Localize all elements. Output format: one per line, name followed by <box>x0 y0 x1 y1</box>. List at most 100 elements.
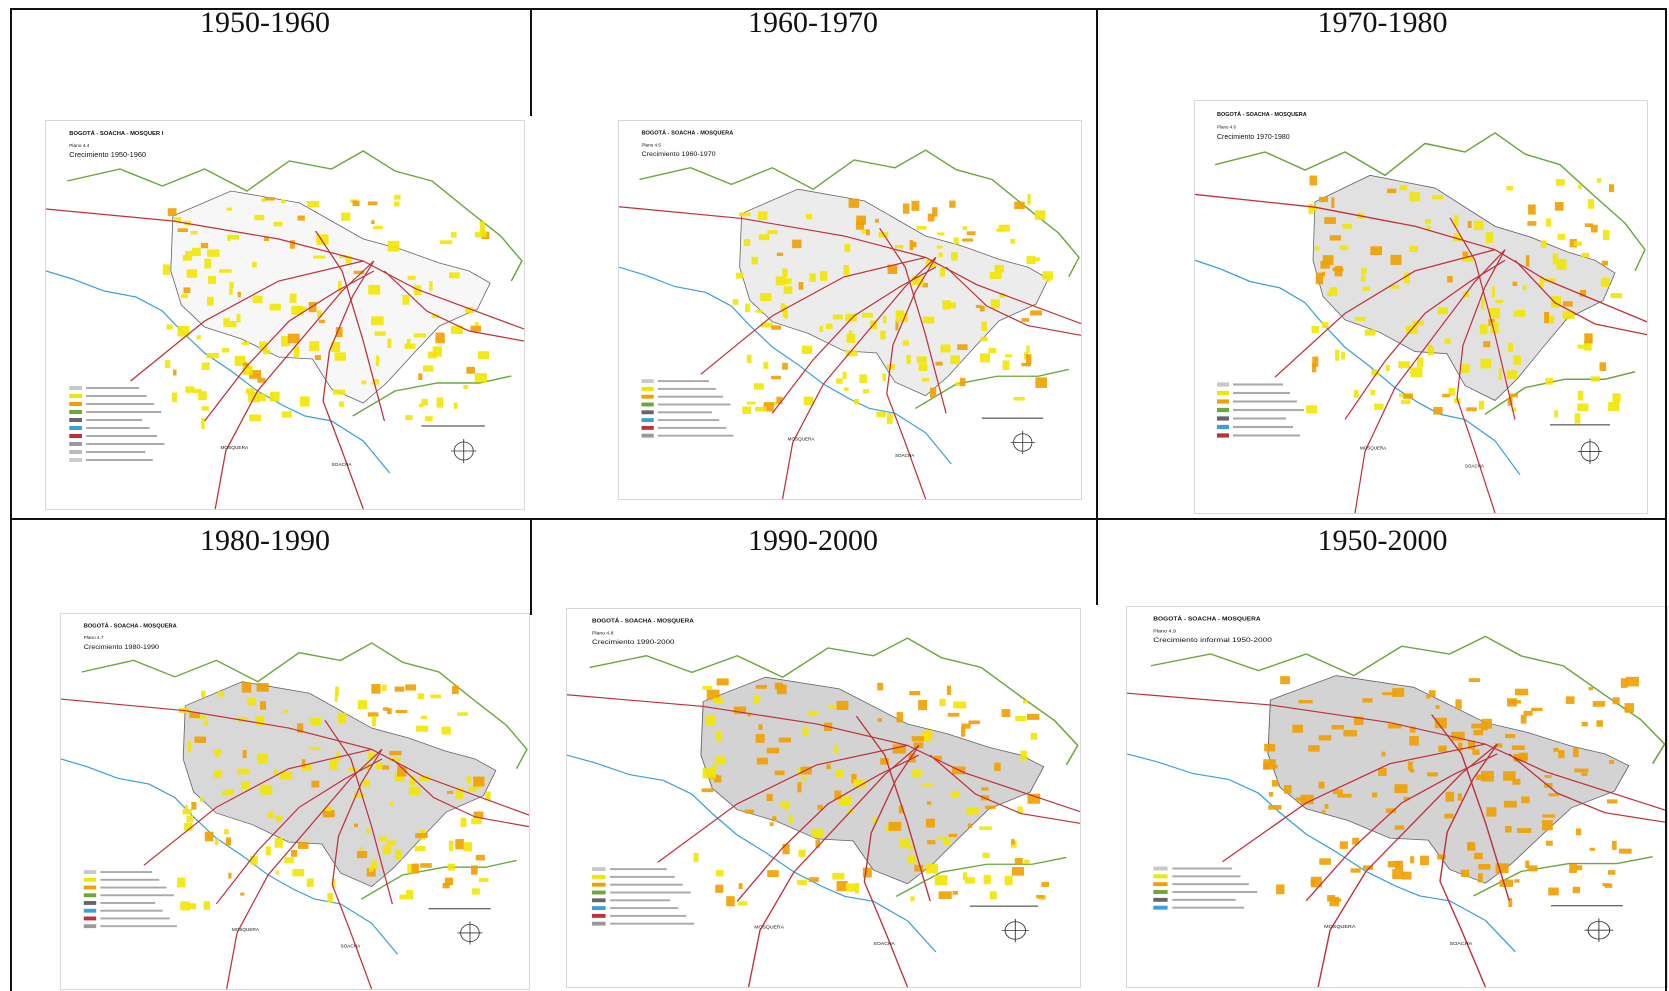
growth-patch <box>763 361 769 369</box>
growth-patch <box>902 203 910 214</box>
growth-patch <box>252 261 257 268</box>
growth-patch <box>744 809 754 814</box>
urban-area <box>700 676 1045 885</box>
growth-patch <box>892 744 906 754</box>
map-legend <box>83 870 177 929</box>
growth-patch <box>916 226 927 230</box>
growth-patch <box>1030 310 1042 316</box>
map-title: Crecimiento 1980-1990 <box>84 644 159 651</box>
growth-patch <box>772 816 777 822</box>
growth-patch <box>1329 287 1338 296</box>
growth-patch <box>961 723 971 729</box>
growth-patch <box>219 269 232 273</box>
growth-patch <box>478 878 489 883</box>
growth-patch <box>201 362 210 370</box>
growth-patch <box>981 787 989 791</box>
growth-patch <box>1506 185 1514 191</box>
growth-patch <box>1027 194 1031 205</box>
growth-patch <box>473 811 484 818</box>
growth-patch <box>186 815 194 823</box>
growth-patch <box>259 341 268 351</box>
growth-patch <box>184 805 189 815</box>
growth-patch <box>1480 358 1492 369</box>
growth-patch <box>1460 869 1470 878</box>
growth-patch <box>805 213 813 220</box>
growth-patch <box>1324 217 1336 224</box>
main-road-line <box>226 748 383 989</box>
north-arrow-icon <box>1001 918 1029 943</box>
growth-patch <box>1428 690 1436 697</box>
growth-patches <box>1306 175 1623 424</box>
growth-patch <box>1385 364 1390 371</box>
growth-patch <box>1590 376 1600 382</box>
growth-patch <box>241 341 250 345</box>
legend-label-line <box>610 891 691 894</box>
growth-patch <box>275 815 283 822</box>
growth-patch <box>1507 397 1513 406</box>
growth-patch <box>339 254 347 259</box>
growth-patch <box>1572 886 1581 894</box>
growth-patch <box>898 805 904 814</box>
growth-patch <box>742 406 751 414</box>
growth-patch <box>406 338 411 348</box>
growth-patch <box>1394 825 1405 830</box>
growth-patch <box>221 790 234 795</box>
growth-patch <box>182 255 187 261</box>
growth-patch <box>369 865 374 872</box>
growth-patch <box>327 892 333 903</box>
growth-patch <box>375 355 380 366</box>
growth-patch <box>371 716 376 727</box>
legend-swatch <box>641 410 654 415</box>
growth-patch <box>938 252 943 257</box>
legend-swatch <box>591 890 606 895</box>
growth-patch <box>297 215 305 221</box>
growth-patch <box>1392 688 1405 697</box>
legend-label-line <box>1172 875 1241 878</box>
growth-patch <box>367 712 379 717</box>
growth-patch <box>774 770 785 776</box>
growth-patch <box>1517 828 1532 833</box>
growth-patch <box>909 691 921 696</box>
growth-patch <box>1625 676 1639 687</box>
growth-patch <box>435 332 445 344</box>
growth-patch <box>1321 321 1329 329</box>
growth-patch <box>1480 770 1494 782</box>
growth-patch <box>299 396 310 407</box>
growth-patch <box>1550 296 1562 308</box>
growth-patch <box>948 833 958 838</box>
growth-patch <box>1426 225 1431 232</box>
growth-patch <box>191 801 197 810</box>
growth-patch <box>306 200 320 208</box>
growth-patch <box>1596 178 1602 183</box>
legend-label-line <box>1172 867 1233 870</box>
growth-patch <box>946 685 952 695</box>
growth-patch <box>1314 246 1320 251</box>
growth-patch <box>485 791 491 801</box>
growth-patch <box>979 353 991 363</box>
growth-patch <box>1573 241 1582 247</box>
main-road-line <box>1127 692 1667 812</box>
growth-patch <box>1021 362 1031 367</box>
growth-patch <box>468 786 477 792</box>
growth-patch <box>952 890 958 895</box>
main-road-line <box>61 698 529 816</box>
growth-patch <box>845 350 858 357</box>
growth-patch <box>907 854 917 864</box>
growth-patch <box>1618 848 1632 854</box>
growth-patch <box>782 362 788 370</box>
growth-patch <box>853 779 866 789</box>
growth-patch <box>246 388 255 395</box>
growth-patch <box>1544 311 1550 324</box>
growth-patch <box>420 863 432 868</box>
legend-swatch <box>591 898 606 903</box>
growth-patch <box>1478 863 1491 870</box>
growth-patch <box>815 839 820 848</box>
map-plate: Plano 4.6 <box>1217 124 1236 129</box>
growth-patch <box>985 805 996 809</box>
growth-patch <box>203 901 211 910</box>
growth-patch <box>389 750 402 756</box>
growth-patch <box>196 335 201 340</box>
growth-patch <box>1329 896 1340 907</box>
growth-patch <box>1308 204 1314 215</box>
